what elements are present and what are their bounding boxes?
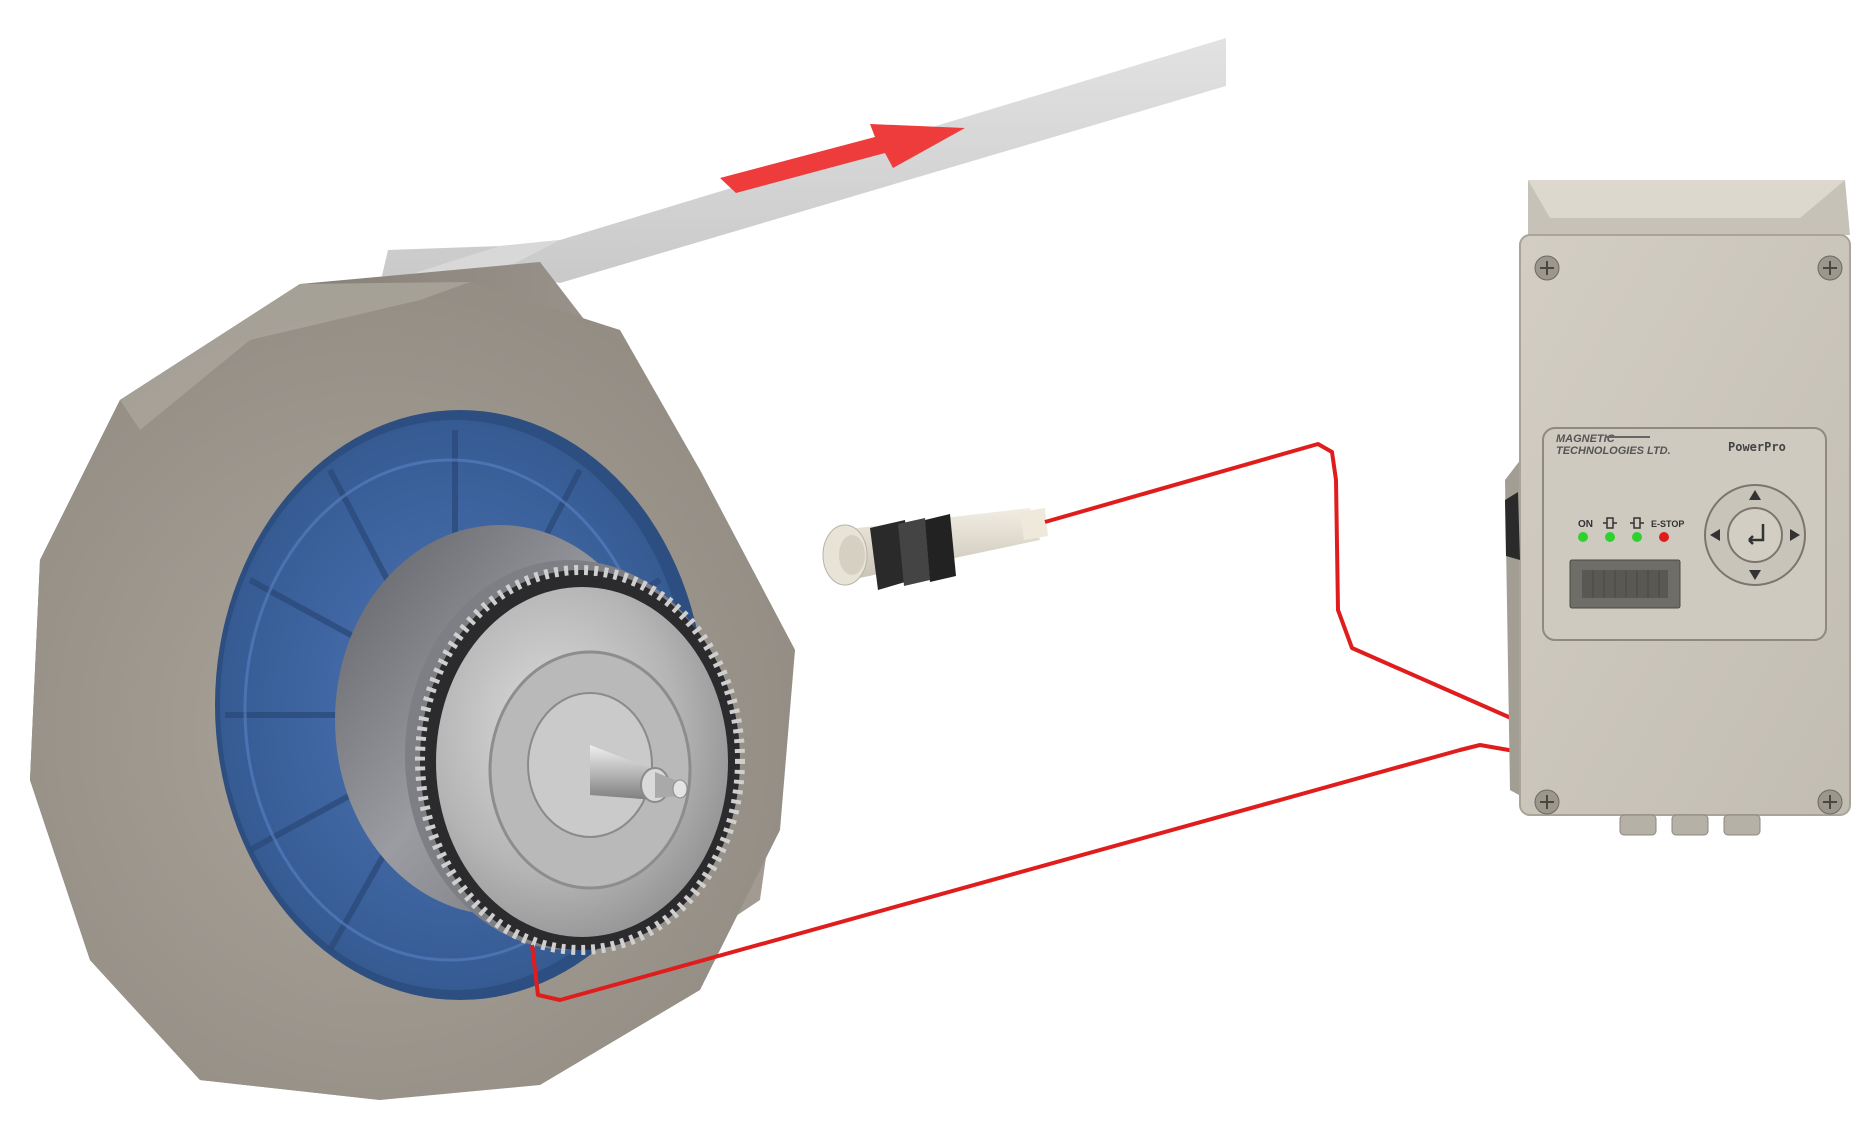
enter-icon xyxy=(1748,524,1765,545)
relay-symbol-icon xyxy=(1603,517,1617,529)
screw-icon xyxy=(1534,255,1560,281)
powerpro-controller: MAGNETIC TECHNOLOGIES LTD. PowerPro ON E… xyxy=(1505,180,1851,836)
cable-gland xyxy=(1619,814,1761,836)
brand-logo-line1: MAGNETIC xyxy=(1556,433,1616,445)
proximity-sensor xyxy=(822,508,1048,590)
indicator-on-label: ON xyxy=(1578,519,1593,530)
screw-icon xyxy=(1534,789,1560,815)
dpad-icon xyxy=(1704,484,1806,586)
screw-icon xyxy=(1817,255,1843,281)
relay-symbol-icon xyxy=(1630,517,1644,529)
screw-icon xyxy=(1817,789,1843,815)
magnetic-brake xyxy=(335,525,745,955)
power-switch xyxy=(1505,492,1520,560)
indicator-estop-label: E-STOP xyxy=(1651,519,1684,529)
brand-logo-line2: TECHNOLOGIES LTD. xyxy=(1556,445,1671,457)
model-label: PowerPro xyxy=(1728,440,1786,454)
led-on xyxy=(1578,532,1588,542)
sensor-cable xyxy=(530,442,1521,1002)
arrow-right-icon xyxy=(720,124,965,193)
led-relay-2 xyxy=(1632,532,1642,542)
shaft xyxy=(527,692,688,838)
led-estop xyxy=(1659,532,1669,542)
led-relay-1 xyxy=(1605,532,1615,542)
